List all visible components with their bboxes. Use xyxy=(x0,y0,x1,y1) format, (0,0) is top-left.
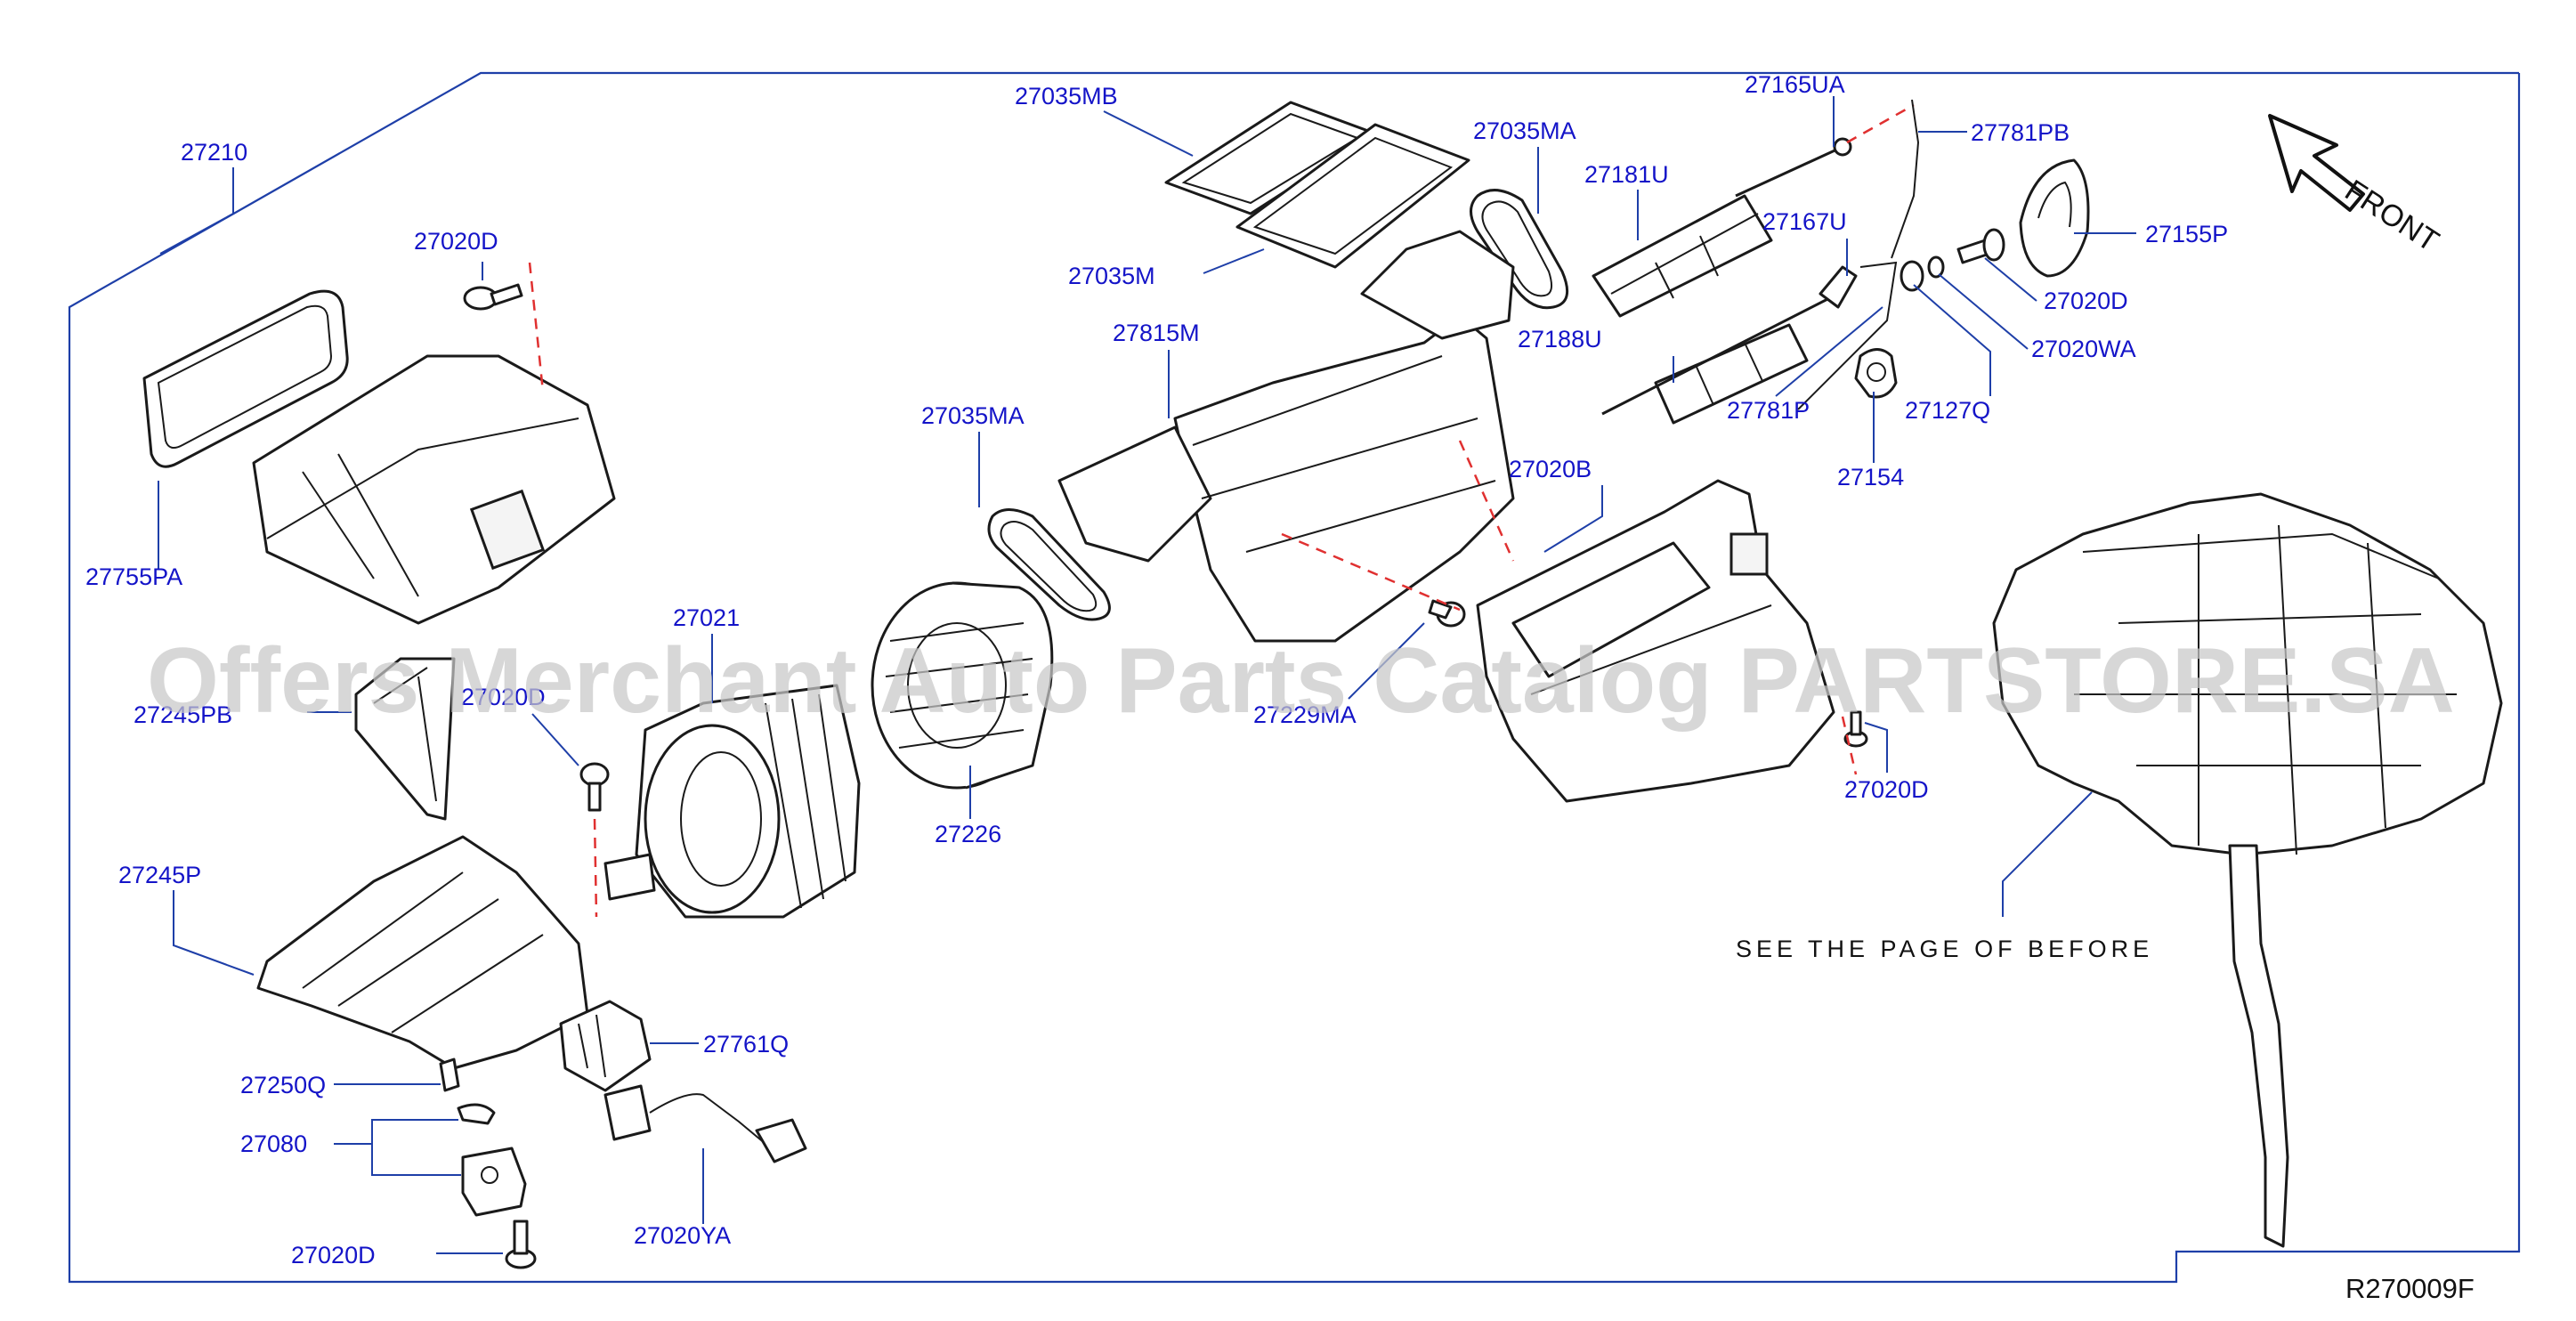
part-27155p-cover xyxy=(2019,158,2090,278)
part-27035m-filter xyxy=(1235,123,1470,269)
callout-27181u: 27181U xyxy=(1584,161,1669,188)
callout-27021: 27021 xyxy=(673,604,740,631)
dash-guide-a xyxy=(528,262,545,393)
callout-27035ma-b: 27035MA xyxy=(921,402,1025,429)
part-27815m-upper-case xyxy=(1057,230,1515,643)
callout-27020ya: 27020YA xyxy=(634,1222,731,1249)
part-27020wa-washer xyxy=(1927,255,1945,279)
callout-27226: 27226 xyxy=(935,821,1001,847)
part-27761q-resistor xyxy=(559,1000,652,1092)
callout-27020d-e: 27020D xyxy=(291,1242,376,1268)
part-27035ma-seal-b xyxy=(987,508,1111,621)
part-27020d-screw-e xyxy=(1843,710,1868,748)
reference-code: R270009F xyxy=(2345,1273,2475,1304)
part-27080-actuator xyxy=(457,1103,527,1217)
callout-27245p: 27245P xyxy=(118,862,201,888)
part-27020d-screw-c xyxy=(579,762,610,812)
part-27250q-clip xyxy=(439,1058,460,1092)
callout-27020b: 27020B xyxy=(1509,456,1592,482)
callout-27020d-c: 27020D xyxy=(461,684,546,710)
part-27020d-screw-a xyxy=(463,283,523,311)
part-27188u-door xyxy=(1601,292,1839,425)
callout-27167u: 27167U xyxy=(1762,208,1847,235)
callout-27755pa: 27755PA xyxy=(85,563,182,590)
callout-27035m: 27035M xyxy=(1068,263,1155,289)
part-27020d-screw-b xyxy=(1956,228,2005,264)
front-arrow-icon xyxy=(2268,114,2365,212)
callout-27165ua: 27165UA xyxy=(1745,71,1845,98)
part-27020b-screw xyxy=(1428,599,1466,628)
part-27226-blower-fan xyxy=(871,581,1054,790)
part-27781p-rod xyxy=(1797,261,1898,410)
part-27020ya-harness xyxy=(603,1084,807,1163)
part-27154-actuator xyxy=(1854,348,1898,399)
callout-27127q: 27127Q xyxy=(1905,397,1990,424)
part-27021-blower-case xyxy=(603,684,861,919)
part-27020d-screw-d xyxy=(505,1220,537,1269)
dash-guide-c xyxy=(593,818,598,918)
callout-27781pb: 27781PB xyxy=(1971,119,2070,146)
leader-lines xyxy=(158,96,2136,1254)
callout-27020d-b: 27020D xyxy=(2044,288,2128,314)
callout-27020wa: 27020WA xyxy=(2031,336,2136,362)
part-27781pb-link xyxy=(1891,99,1920,259)
callout-27245pb: 27245PB xyxy=(134,701,232,728)
part-27167u-lever xyxy=(1819,265,1858,309)
diagram-frame xyxy=(68,71,2521,1284)
part-27245p-lower-housing xyxy=(256,835,589,1070)
callout-27020d-a: 27020D xyxy=(414,228,498,255)
front-direction-label: FRONT xyxy=(2339,174,2445,259)
callout-labels: 27210 27020D 27755PA 27035MB 27035M 2703… xyxy=(85,71,2228,1268)
callout-27155p: 27155P xyxy=(2145,221,2228,247)
part-27181u-door xyxy=(1592,194,1773,318)
part-27210-intake-housing xyxy=(252,354,616,625)
callout-27154: 27154 xyxy=(1837,464,1904,490)
dash-guide-e xyxy=(1458,440,1515,562)
part-27245pb-duct xyxy=(354,657,456,821)
heater-unit-assembly xyxy=(1992,492,2503,1248)
dash-guide-b xyxy=(1846,103,1915,144)
part-27165ua-rod xyxy=(1735,137,1852,198)
callout-27035mb: 27035MB xyxy=(1015,83,1118,109)
callout-27080: 27080 xyxy=(240,1131,307,1157)
callout-27229ma: 27229MA xyxy=(1253,701,1357,728)
dash-guide-f xyxy=(1841,716,1858,775)
callout-27020d-d: 27020D xyxy=(1844,776,1929,803)
part-27127q-clip xyxy=(1900,260,1924,292)
callout-27210: 27210 xyxy=(181,139,247,166)
callout-27035ma-a: 27035MA xyxy=(1473,118,1576,144)
watermark: Offers Merchant Auto Parts Catalog PARTS… xyxy=(147,629,2455,733)
callout-27188u: 27188U xyxy=(1518,326,1602,353)
part-27035ma-seal-a xyxy=(1470,189,1569,310)
part-27755pa-gasket xyxy=(142,289,349,468)
part-27229ma-lower-case xyxy=(1476,479,1835,803)
callout-27781p: 27781P xyxy=(1727,397,1810,424)
callout-27761q: 27761Q xyxy=(703,1031,789,1058)
dash-guide-d xyxy=(1281,532,1461,612)
see-page-note: SEE THE PAGE OF BEFORE xyxy=(1736,936,2153,962)
callout-27815m: 27815M xyxy=(1113,320,1200,346)
callout-27250q: 27250Q xyxy=(240,1072,326,1098)
